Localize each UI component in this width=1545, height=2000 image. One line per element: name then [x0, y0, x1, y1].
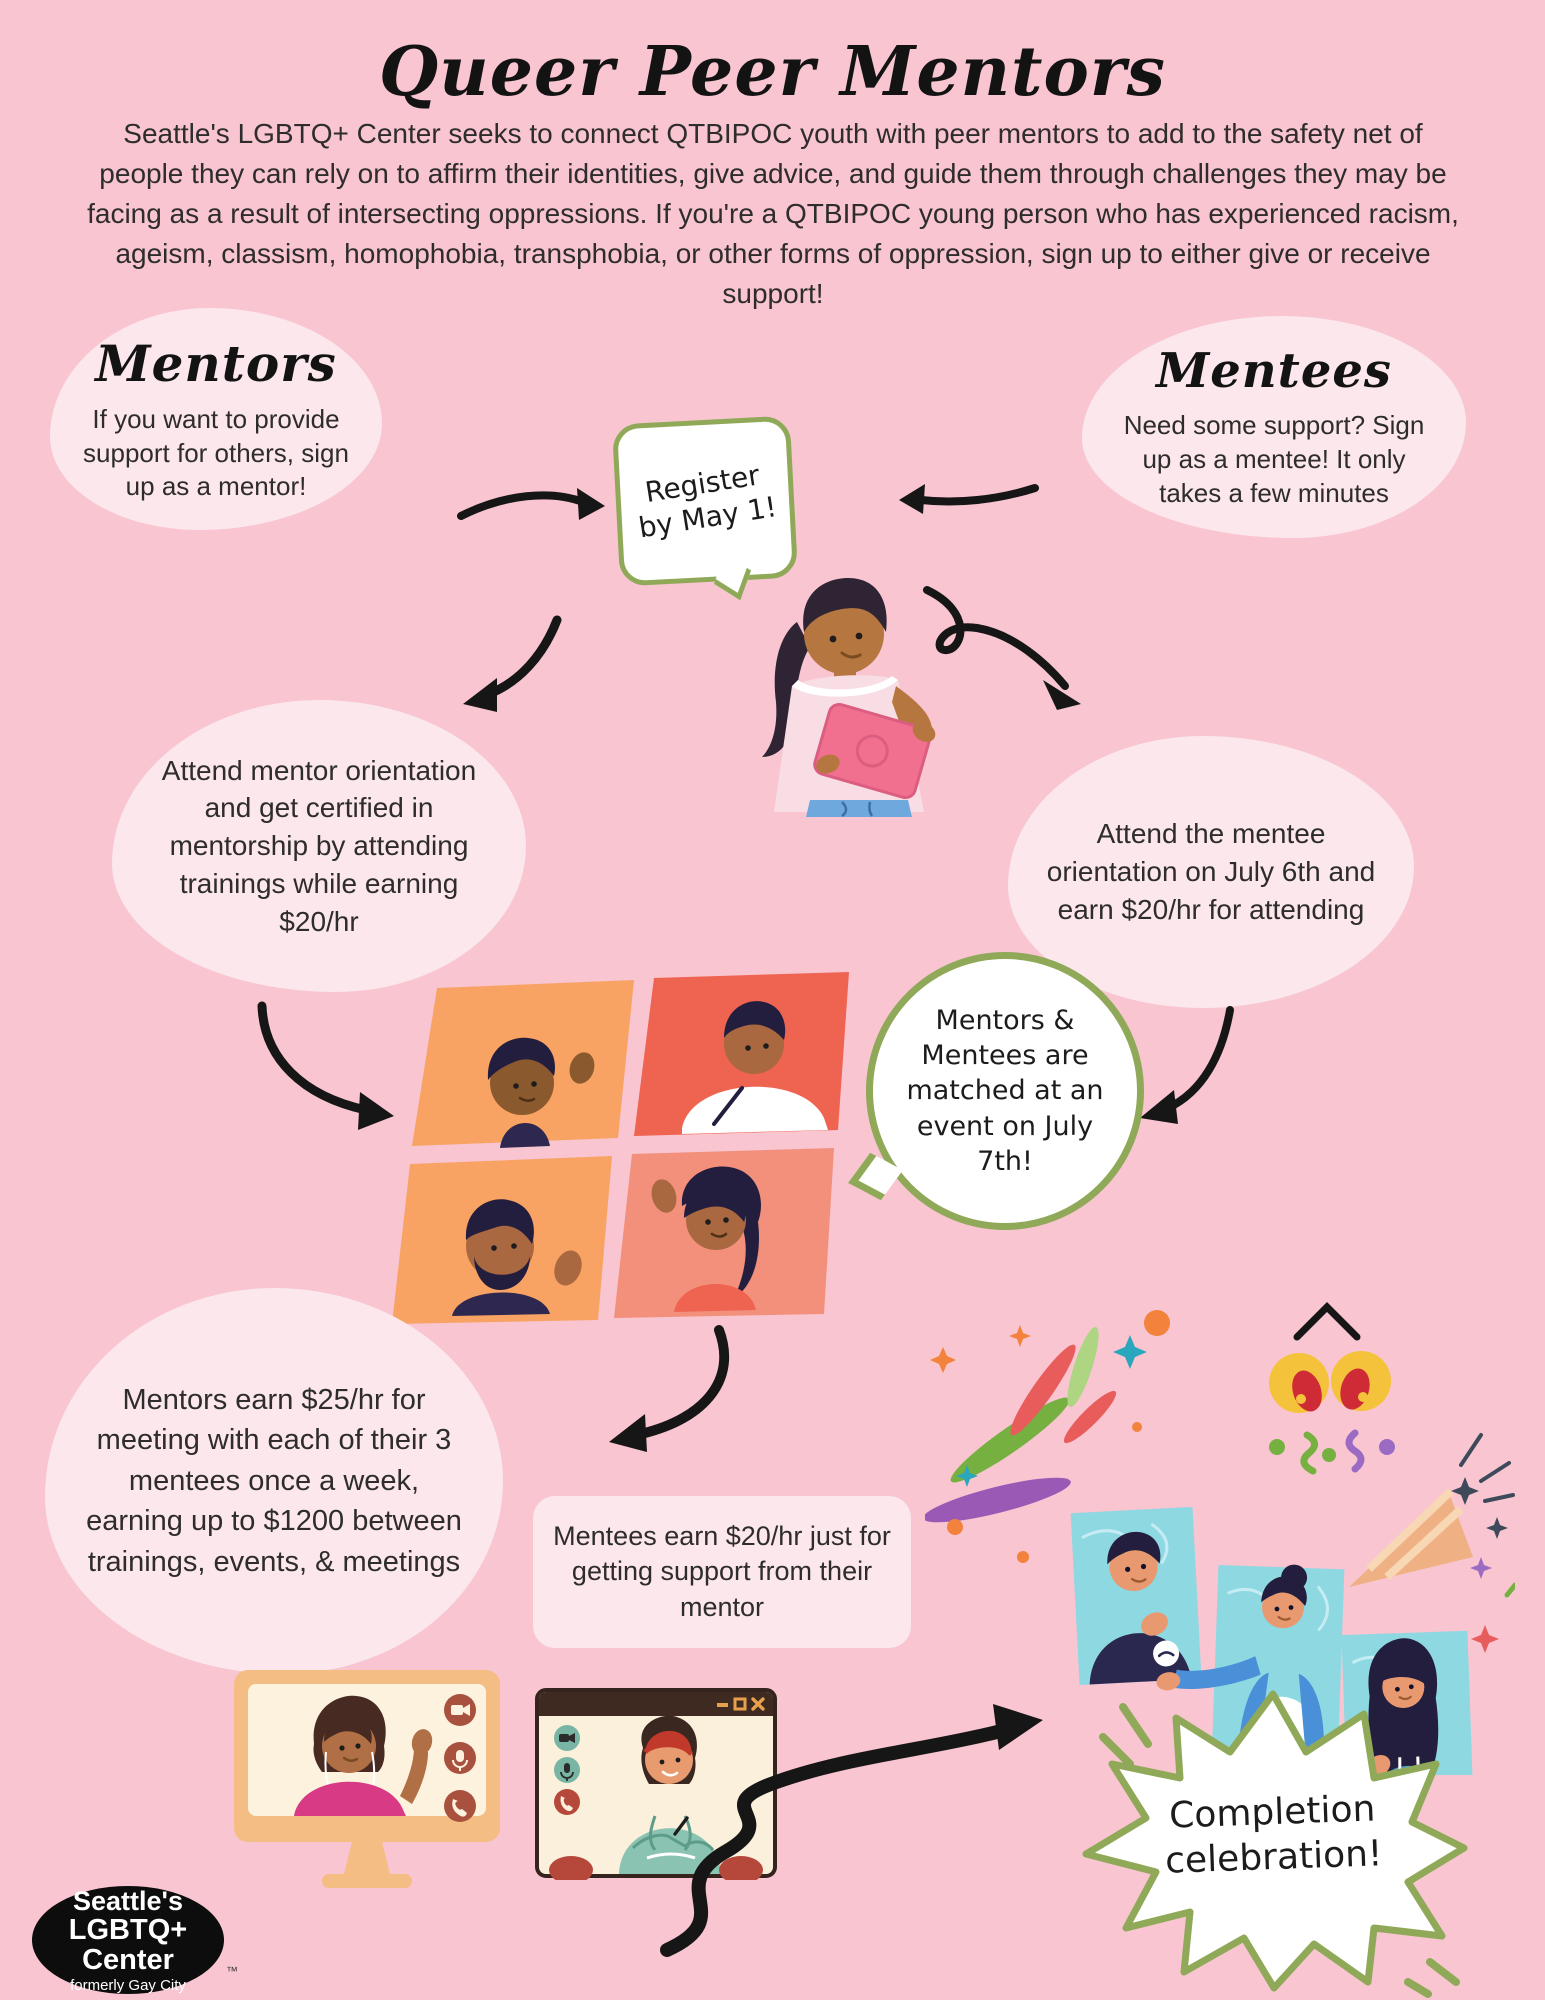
celebration-illustration [925, 1302, 1515, 1775]
mentees-heading: Mentees [1156, 343, 1392, 400]
camera-icon [444, 1694, 476, 1726]
org-logo: Seattle's LGBTQ+ Center formerly Gay Cit… [32, 1886, 224, 1994]
mentors-heading: Mentors [95, 333, 337, 393]
arrow-orientation-to-matching-right [1140, 1006, 1234, 1124]
trademark-symbol: ™ [226, 1964, 238, 1978]
phone-icon [444, 1790, 476, 1822]
arrow-to-completion [660, 1704, 1043, 1957]
burst-accent-dashes [1099, 1703, 1460, 1998]
completion-burst-shape [1082, 1690, 1468, 1998]
matching-event-text: Mentors & Mentees are matched at an even… [906, 1005, 1104, 1177]
mentor-orientation-text: Attend mentor orientation and get certif… [161, 754, 477, 937]
logo-line-1: Seattle's [73, 1885, 183, 1916]
window-minimize-icon [717, 1703, 728, 1707]
mentees-section: Mentees Need some support? Sign up as a … [1082, 316, 1466, 538]
arrow-matching-to-meetings [609, 1325, 730, 1452]
video-call-grid-illustration [392, 972, 849, 1324]
party-popper [1269, 1302, 1395, 1475]
celebration-tile-woman-waving [1341, 1630, 1475, 1775]
completion-text: Completion celebration! [1164, 1788, 1384, 1882]
mentee-earnings-step: Mentees earn $20/hr just for getting sup… [533, 1496, 911, 1648]
fireworks-burst [925, 1310, 1170, 1563]
browser-video-call-illustration [535, 1688, 777, 1880]
arrow-mentees-to-register [899, 484, 1039, 514]
mentee-earnings-text: Mentees earn $20/hr just for getting sup… [553, 1520, 891, 1622]
matching-event-callout: Mentors & Mentees are matched at an even… [848, 952, 1144, 1230]
mentor-earnings-text: Mentors earn $25/hr for meeting with eac… [86, 1383, 462, 1578]
register-deadline-text: Register by May 1! [636, 458, 779, 545]
page-title: Queer Peer Mentors [379, 32, 1166, 112]
intro-paragraph: Seattle's LGBTQ+ Center seeks to connect… [87, 118, 1459, 310]
mic-icon [444, 1742, 476, 1774]
arrow-mentors-to-orientation [463, 615, 562, 712]
logo-line-3: formerly Gay City [70, 1976, 186, 1994]
arrow-mentors-to-register [457, 488, 605, 520]
mentee-orientation-step: Attend the mentee orientation on July 6t… [1008, 736, 1414, 1008]
confetti-popper-cone [1349, 1433, 1515, 1653]
mentors-section: Mentors If you want to provide support f… [50, 308, 382, 530]
mic-icon [554, 1757, 580, 1783]
celebration-tile-man [1070, 1506, 1202, 1686]
mentee-orientation-text: Attend the mentee orientation on July 6t… [1046, 818, 1376, 925]
monitor-video-call-illustration [234, 1670, 500, 1888]
arrow-mentees-to-orientation [923, 586, 1081, 710]
person-with-tablet-illustration [762, 578, 936, 817]
mentors-signup-text: If you want to provide support for other… [83, 403, 349, 502]
phone-icon [554, 1789, 580, 1815]
mentor-orientation-step: Attend mentor orientation and get certif… [112, 700, 526, 992]
window-maximize-icon [733, 1697, 747, 1711]
logo-line-2: LGBTQ+ Center [68, 1913, 188, 1977]
camera-icon [554, 1725, 580, 1751]
mentees-signup-text: Need some support? Sign up as a mentee! … [1123, 410, 1425, 508]
call-badge-icon [1157, 1651, 1175, 1658]
arrow-orientation-to-matching [257, 1001, 394, 1130]
mentor-earnings-step: Mentors earn $25/hr for meeting with eac… [45, 1288, 503, 1674]
window-close-icon [751, 1697, 765, 1711]
